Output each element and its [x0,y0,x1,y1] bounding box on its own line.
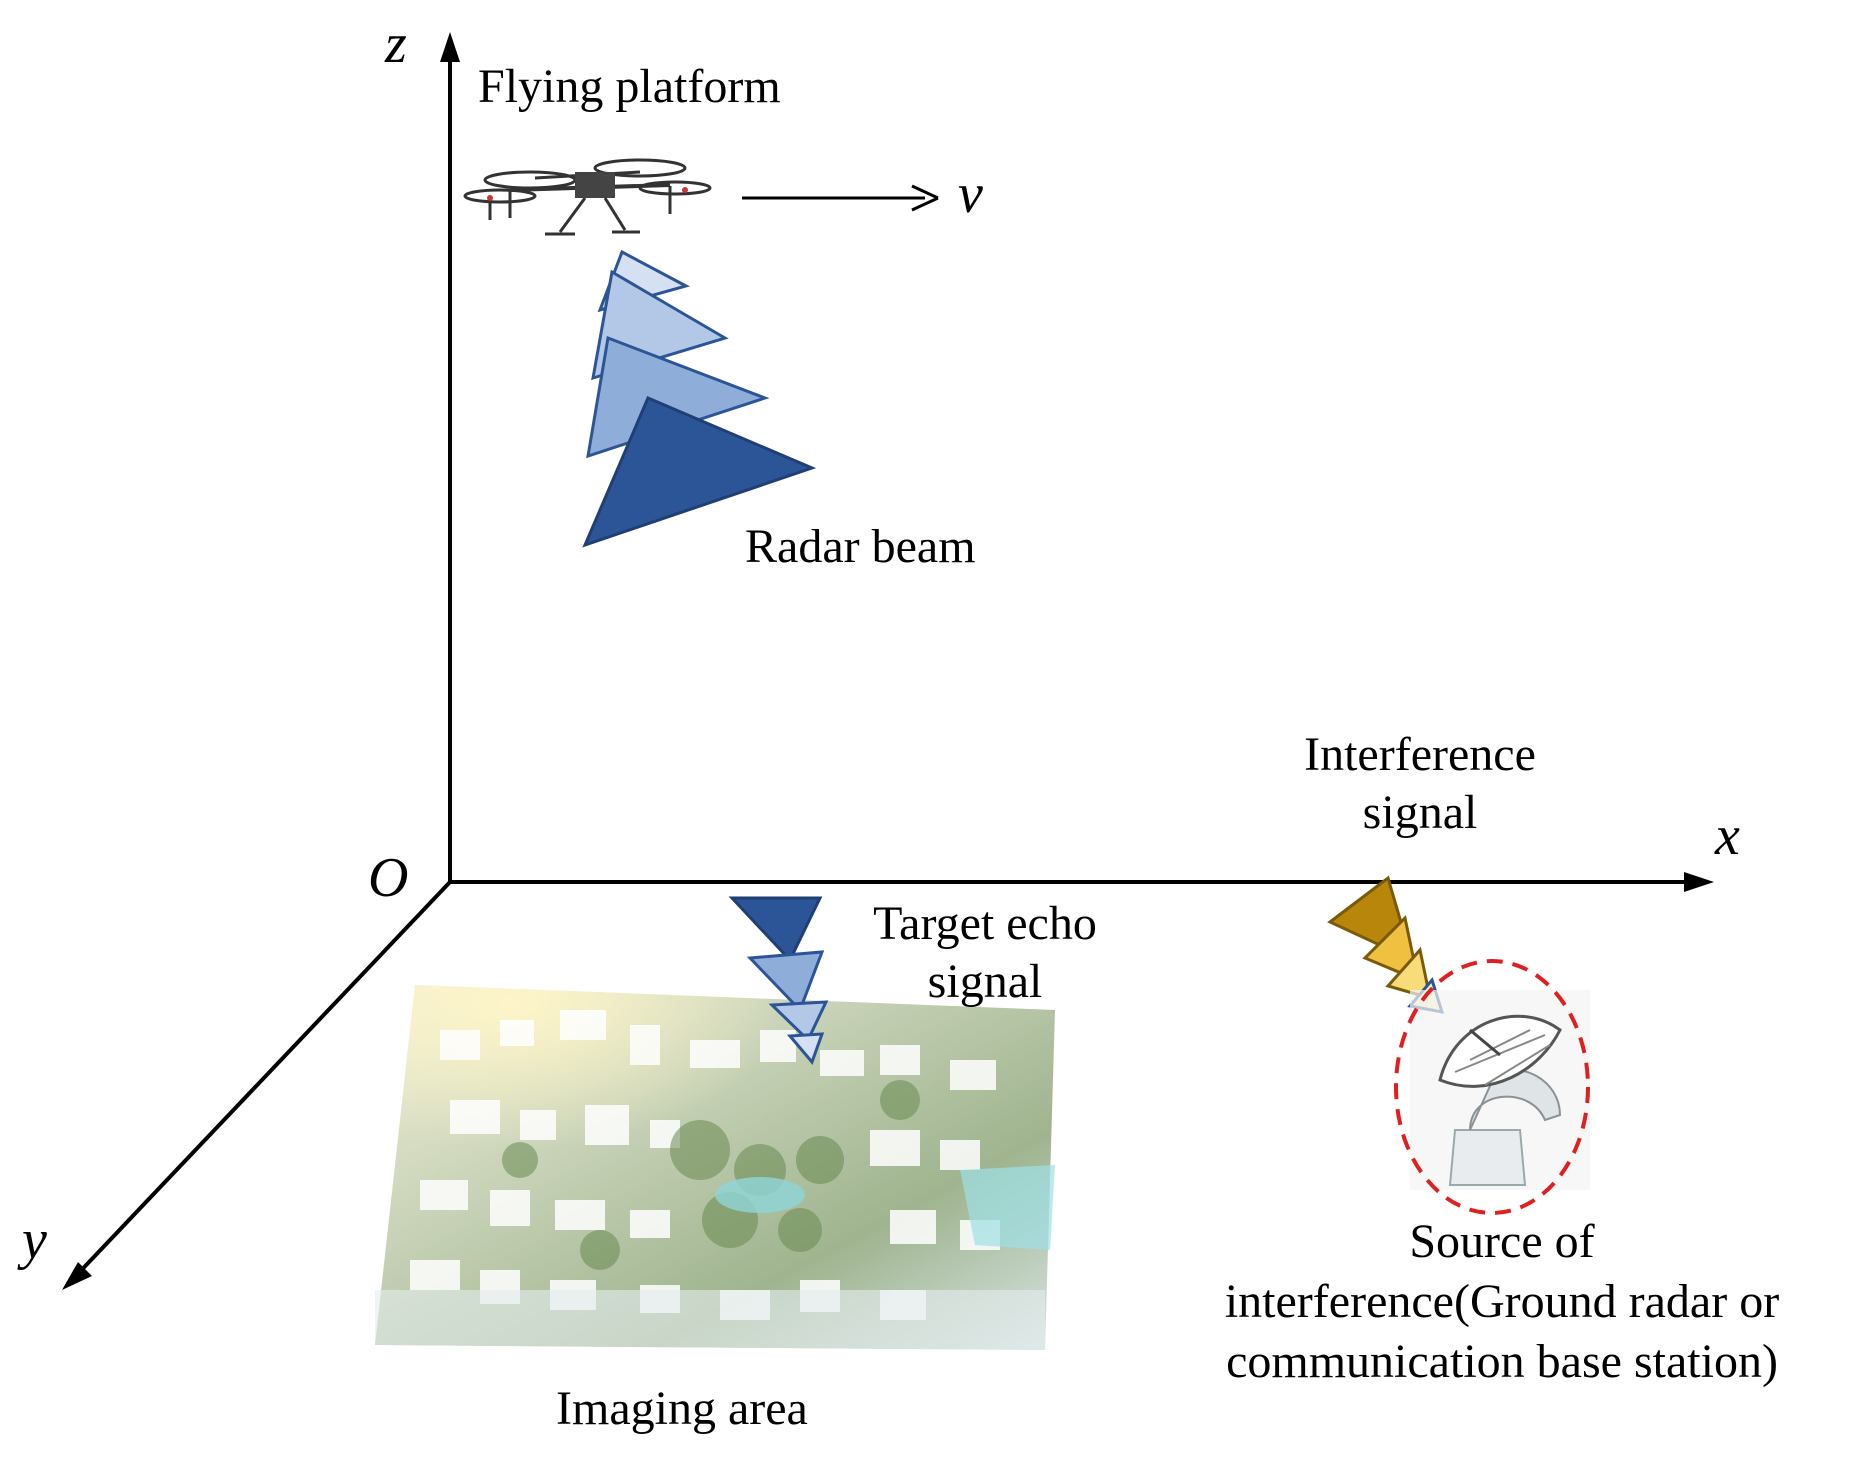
target-echo-triangle-4 [786,1032,825,1065]
radar-beam-label: Radar beam [745,520,976,573]
target-echo-triangle-1 [728,896,823,963]
interference-source-label: Source of interference(Ground radar or c… [1142,1212,1862,1392]
flying-platform-label: Flying platform [478,60,781,113]
drone-icon [463,158,712,236]
z-axis-arrowhead [440,32,460,62]
target-echo-triangle-3 [768,1000,829,1043]
interference-signal-label: Interference signal [1270,726,1570,842]
y-axis-label: y [22,1209,47,1271]
interference-signal-label-line2: signal [1362,786,1478,839]
velocity-label: v [958,163,983,225]
imaging-area-image [375,985,1055,1350]
velocity-arrowhead-icon [911,184,939,212]
interference-source-label-line3: communication base station) [1226,1335,1778,1388]
target-echo-triangle-2 [746,950,825,1013]
imaging-area-label: Imaging area [556,1382,808,1435]
interference-signal-label-line1: Interference [1304,728,1536,781]
interference-source-label-line2: interference(Ground radar or [1224,1275,1780,1328]
y-axis [70,880,452,1282]
x-axis-arrowhead [1684,872,1714,892]
target-echo-label-line2: signal [927,955,1043,1008]
interference-source-ring [1394,959,1590,1215]
ground-radar-dish-icon [1410,990,1590,1190]
target-echo-label: Target echo signal [840,895,1130,1011]
radar-beam-triangle-4 [582,396,817,548]
interference-triangle-3 [1385,946,1432,1001]
target-echo-label-line1: Target echo [873,897,1097,950]
origin-label: O [368,847,409,909]
z-axis-label: z [385,13,407,75]
x-axis-label: x [1715,805,1740,867]
interference-source-label-line1: Source of [1409,1215,1595,1268]
interference-triangle-2 [1362,914,1421,983]
y-axis-arrowhead [62,1262,92,1290]
